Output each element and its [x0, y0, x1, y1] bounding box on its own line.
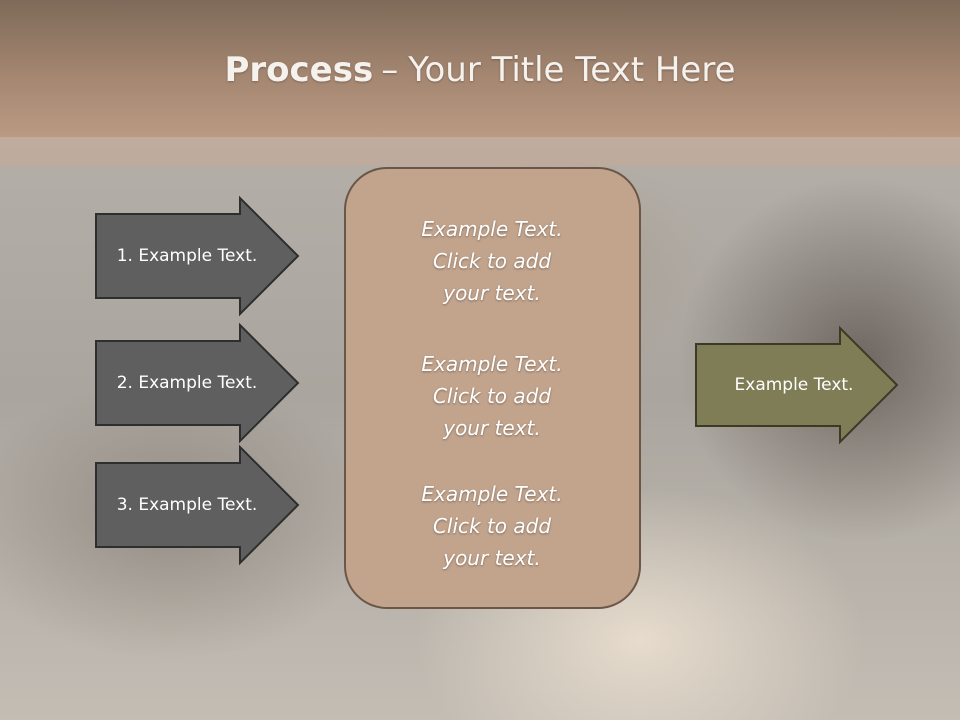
input-arrow-1[interactable]	[95, 195, 300, 317]
paragraph-line: your text.	[443, 281, 541, 305]
input-arrow-2[interactable]	[95, 322, 300, 444]
title-bold: Process	[224, 50, 374, 90]
input-label-2: 2. Example Text.	[116, 373, 258, 393]
paragraph-line: Example Text.	[421, 217, 563, 241]
paragraph-line: Click to add	[432, 249, 552, 273]
paragraph-line: Click to add	[432, 514, 552, 538]
slide-title[interactable]: Process–Your Title Text Here	[0, 50, 960, 90]
title-separator: –	[381, 50, 399, 90]
process-paragraph-1: Example Text. Click to add your text.	[347, 213, 637, 309]
process-paragraph-3: Example Text. Click to add your text.	[347, 478, 637, 574]
paragraph-line: your text.	[443, 416, 541, 440]
process-paragraph-2: Example Text. Click to add your text.	[347, 348, 637, 444]
process-box[interactable]	[344, 167, 641, 609]
paragraph-line: Example Text.	[421, 482, 563, 506]
input-label-3: 3. Example Text.	[116, 495, 258, 515]
paragraph-line: your text.	[443, 546, 541, 570]
paragraph-line: Click to add	[432, 384, 552, 408]
input-arrow-3[interactable]	[95, 444, 300, 566]
output-label: Example Text.	[734, 375, 854, 395]
output-arrow[interactable]	[695, 325, 899, 445]
title-rest: Your Title Text Here	[408, 50, 736, 90]
paragraph-line: Example Text.	[421, 352, 563, 376]
input-label-1: 1. Example Text.	[116, 246, 258, 266]
title-bar-band	[0, 137, 960, 166]
title-bar	[0, 0, 960, 137]
